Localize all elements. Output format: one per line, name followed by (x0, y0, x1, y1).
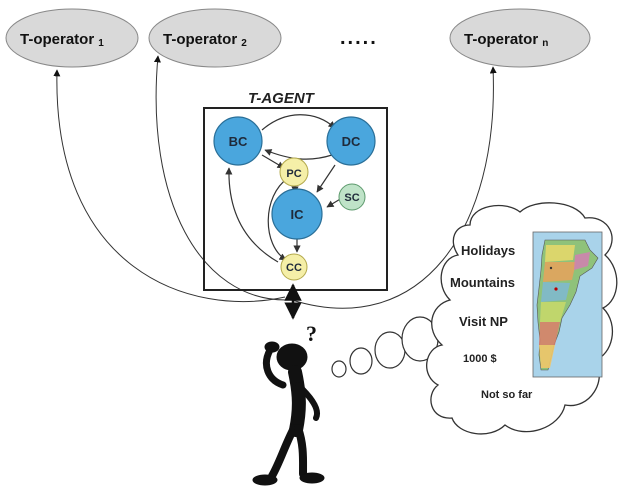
thought-cloud: Holidays Mountains Visit NP 1000 $ Not s… (426, 202, 618, 435)
node-dc: DC (326, 116, 376, 166)
node-bc-label: BC (229, 134, 248, 149)
operator-links (53, 55, 497, 309)
question-mark: ? (306, 321, 317, 346)
node-bc: BC (213, 116, 263, 166)
node-sc: SC (338, 183, 366, 211)
operator-1-name: T-operator (20, 31, 94, 48)
t-agent-title: T-AGENT (248, 90, 316, 107)
node-cc: CC (280, 253, 308, 281)
link-to-operator-2 (153, 55, 287, 301)
ellipsis-dots: ..... (340, 27, 378, 49)
operator-n-name: T-operator (464, 31, 538, 48)
link-to-operator-n (291, 66, 497, 309)
node-dc-label: DC (342, 134, 361, 149)
node-cc-label: CC (286, 262, 302, 274)
operator-2-name: T-operator (163, 31, 237, 48)
cloud-item-visit-np: Visit NP (459, 314, 508, 329)
operator-1: T-operator 1 (5, 8, 139, 68)
cloud-item-mountains: Mountains (450, 275, 515, 290)
node-pc-label: PC (286, 168, 301, 180)
thinking-person: ? (252, 321, 325, 486)
t-agent: T-AGENT BC DC PC IC (203, 90, 388, 291)
cloud-item-budget: 1000 $ (463, 353, 497, 365)
link-to-operator-1 (53, 69, 286, 303)
node-sc-label: SC (344, 192, 359, 204)
thought-bubbles (331, 316, 439, 378)
operator-1-index: 1 (98, 38, 104, 49)
operator-n-index: n (542, 38, 548, 49)
node-ic: IC (271, 188, 323, 240)
operator-2-index: 2 (241, 38, 247, 49)
node-pc: PC (279, 157, 309, 187)
cloud-item-not-so-far: Not so far (481, 389, 533, 401)
cloud-item-holidays: Holidays (461, 243, 515, 258)
node-ic-label: IC (291, 207, 305, 222)
argentina-map (532, 231, 603, 378)
operator-n: T-operator n (449, 8, 591, 68)
operator-2: T-operator 2 (148, 8, 282, 68)
